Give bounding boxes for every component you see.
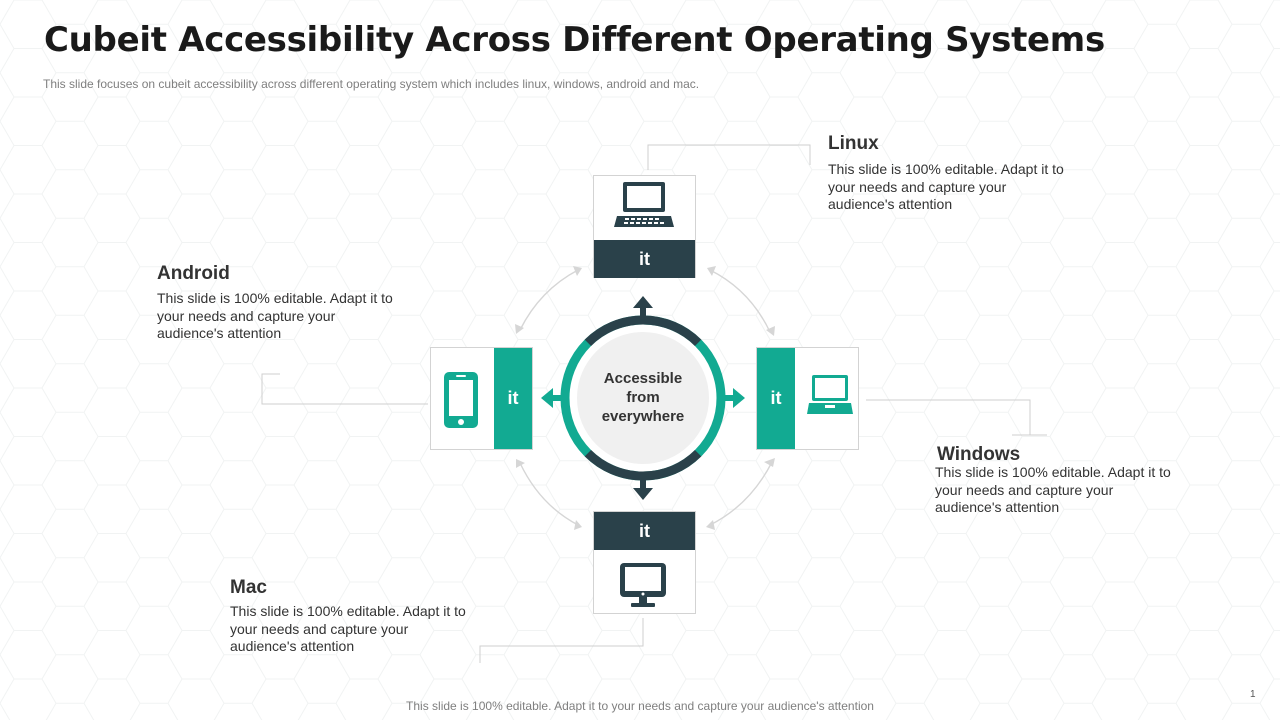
arrow-up (633, 296, 653, 322)
windows-card: it (756, 347, 859, 450)
mac-connector-line (479, 618, 644, 663)
hub-arrows (541, 296, 745, 500)
laptop-icon (614, 182, 674, 227)
windows-connector-line (866, 399, 1047, 436)
mac-card: it (593, 511, 696, 614)
android-description: This slide is 100% editable. Adapt it to… (157, 290, 393, 341)
mac-description: This slide is 100% editable. Adapt it to… (230, 603, 466, 654)
mac-label: Mac (230, 577, 267, 598)
linux-connector-line (647, 144, 811, 170)
page-number: 1 (1250, 689, 1256, 700)
slide-title: Cubeit Accessibility Across Different Op… (44, 20, 1105, 60)
android-card: it (430, 347, 533, 450)
curved-arrow-heads (515, 266, 775, 530)
mac-tag: it (594, 512, 695, 550)
curved-arrow-bottom-left (519, 462, 579, 526)
slide-footer: This slide is 100% editable. Adapt it to… (406, 699, 874, 713)
smartphone-icon (444, 372, 478, 428)
linux-description: This slide is 100% editable. Adapt it to… (828, 161, 1064, 212)
slide-subtitle: This slide focuses on cubeit accessibili… (43, 77, 700, 91)
linux-label: Linux (828, 133, 879, 154)
windows-description: This slide is 100% editable. Adapt it to… (935, 464, 1171, 515)
monitor-icon (620, 563, 666, 607)
android-connector-line (261, 373, 428, 405)
arrow-left (541, 388, 567, 408)
android-label: Android (157, 263, 230, 284)
hub-inner-circle (577, 332, 709, 464)
laptop-icon (807, 375, 853, 414)
windows-label: Windows (937, 444, 1021, 465)
curved-arrow-top-right (709, 269, 771, 333)
connector-lines (261, 144, 1047, 663)
linux-tag: it (594, 240, 695, 278)
linux-card: it (593, 175, 696, 278)
arrow-down (633, 474, 653, 500)
windows-tag: it (757, 348, 795, 449)
curved-arrows (519, 269, 773, 526)
arrow-right (719, 388, 745, 408)
android-tag: it (494, 348, 532, 449)
hub-label: Accessible from everywhere (601, 370, 685, 425)
curved-arrow-bottom-right (709, 461, 773, 526)
curved-arrow-top-left (519, 269, 579, 331)
